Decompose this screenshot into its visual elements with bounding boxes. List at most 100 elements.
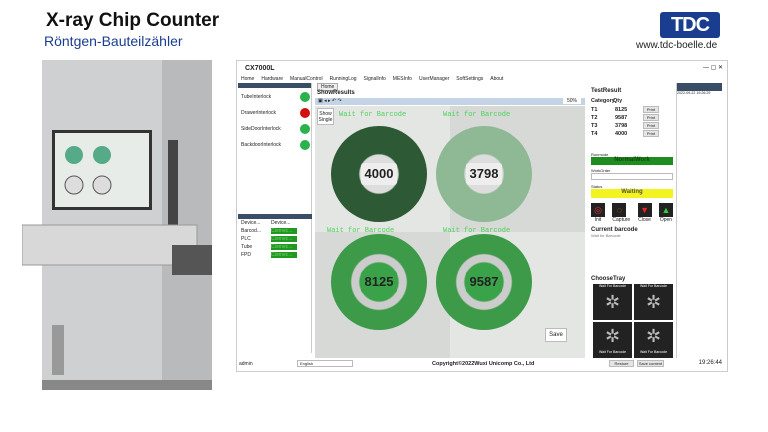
- qty: 8125: [615, 107, 628, 113]
- category: T1: [591, 107, 598, 113]
- interlock-label: SideDoorInterlock: [241, 126, 281, 132]
- device-name: Tube: [241, 244, 253, 250]
- open-button[interactable]: ▲Open: [658, 203, 673, 223]
- capture-button[interactable]: ◌Capture: [612, 203, 630, 223]
- reel-4[interactable]: 9587: [436, 234, 532, 330]
- status-led-green: [300, 140, 310, 150]
- website-url: www.tdc-boelle.de: [636, 40, 718, 51]
- brand-logo: TDC: [660, 12, 720, 38]
- column-header: Device...: [241, 220, 261, 226]
- status-led-red: [300, 108, 310, 118]
- device-status-table: Device... Device... Barcod... Connec... PL…: [238, 214, 312, 259]
- window-controls[interactable]: — ▢ ✕: [702, 65, 723, 71]
- tray-slot[interactable]: Wait For Barcode✲: [593, 284, 632, 320]
- run-mode-value: NormalWork: [591, 157, 673, 165]
- close-tray-icon: ▼: [637, 203, 652, 217]
- column-header: Qty: [613, 98, 623, 104]
- capture-icon: ◌: [612, 203, 627, 217]
- reel-label: Wait for Barcode: [443, 111, 511, 119]
- capture-label: Capture: [612, 217, 631, 223]
- status-label: Status: [591, 184, 603, 189]
- copyright: Copyright©2022Wuxi Unicomp Co., Ltd: [432, 361, 535, 367]
- show-results-title: ShowResults: [317, 90, 355, 96]
- restore-button[interactable]: Restore: [609, 360, 634, 367]
- choose-tray-title: ChooseTray: [591, 276, 626, 282]
- print-button[interactable]: Print: [643, 114, 659, 121]
- init-button[interactable]: ◎Init: [591, 203, 605, 223]
- tray-slot[interactable]: ✲Wait For Barcode: [593, 322, 632, 358]
- machine-photo: [22, 60, 212, 390]
- xray-image: Show Single Wait for Barcode Wait for Ba…: [315, 106, 585, 358]
- menu-about[interactable]: About: [490, 76, 504, 82]
- save-button[interactable]: Save: [545, 328, 567, 342]
- qty: 9587: [615, 115, 628, 121]
- column-header: Device...: [271, 220, 291, 226]
- menu-bar: Home Hardware ManualControl RunningLog Signa…: [241, 76, 510, 82]
- tray-slot[interactable]: ✲Wait For Barcode: [634, 322, 673, 358]
- menu-signal-info[interactable]: SignalInfo: [363, 76, 386, 82]
- tray-label: Wait For Barcode: [598, 284, 627, 288]
- run-mode-label: Runmode: [591, 152, 609, 157]
- device-name: PLC: [241, 236, 251, 242]
- test-result-title: TestResult: [591, 88, 622, 94]
- interlock-label: TubeInterlock: [241, 94, 272, 100]
- status-value: Waiting: [591, 189, 673, 198]
- category: T3: [591, 123, 598, 129]
- category: T4: [591, 131, 598, 137]
- tray-label: Wait For Barcode: [639, 284, 668, 288]
- reel-3[interactable]: 8125: [331, 234, 427, 330]
- left-panel: TubeInterlock DrawerInterlock SideDoorIn…: [238, 83, 312, 353]
- zoom-select[interactable]: 50%: [562, 98, 581, 104]
- open-label: Open: [659, 217, 673, 223]
- page-subtitle: Röntgen-Bauteilzähler: [44, 33, 183, 49]
- status-led-green: [300, 92, 310, 102]
- reel-label: Wait for Barcode: [339, 111, 407, 119]
- menu-hardware[interactable]: Hardware: [261, 76, 284, 82]
- tray-grid: Wait For Barcode✲ Wait For Barcode✲ ✲Wai…: [593, 284, 673, 358]
- menu-soft-settings[interactable]: SoftSettings: [456, 76, 484, 82]
- reel-1[interactable]: 4000: [331, 126, 427, 222]
- show-single-button[interactable]: Show Single: [317, 108, 334, 125]
- menu-mes-info[interactable]: MESInfo: [392, 76, 412, 82]
- device-status: Connec...: [271, 244, 297, 250]
- work-order-label: WorkOrder: [591, 168, 611, 173]
- current-barcode-title: Current barcode: [591, 227, 638, 233]
- reel-count: 8125: [361, 271, 397, 293]
- print-button[interactable]: Print: [643, 106, 659, 113]
- language-select[interactable]: English: [297, 360, 353, 367]
- menu-manual-control[interactable]: ManualControl: [290, 76, 323, 82]
- qty: 3798: [615, 123, 628, 129]
- tab-home[interactable]: Home: [317, 83, 339, 91]
- qty: 4000: [615, 131, 628, 137]
- reel-label: Wait for Barcode: [327, 227, 395, 235]
- print-button[interactable]: Print: [643, 130, 659, 137]
- page-title: X-ray Chip Counter: [46, 10, 220, 31]
- close-button[interactable]: ▼Close: [637, 203, 652, 223]
- app-title: CX7000L: [245, 65, 275, 72]
- device-status: Connec...: [271, 228, 297, 234]
- save-content-button[interactable]: Save content: [637, 360, 664, 367]
- print-button[interactable]: Print: [643, 122, 659, 129]
- tray-label: Wait For Barcode: [639, 350, 668, 354]
- close-label: Close: [638, 217, 651, 223]
- log-entry: 2022-09-22 19:26:29: [677, 91, 711, 96]
- device-name: FPD: [241, 252, 251, 258]
- toolbar-buttons[interactable]: ▣ ◂ ▸ ↶ ↷: [318, 98, 342, 104]
- reel-2[interactable]: 3798: [436, 126, 532, 222]
- tray-slot[interactable]: Wait For Barcode✲: [634, 284, 673, 320]
- target-icon: ◎: [591, 203, 605, 217]
- work-order-input[interactable]: [591, 173, 673, 180]
- status-led-green: [300, 124, 310, 134]
- category: T2: [591, 115, 598, 121]
- menu-user-manager[interactable]: UserManager: [418, 76, 450, 82]
- device-status: Connec...: [271, 236, 297, 242]
- device-name: Barcod...: [241, 228, 262, 234]
- init-label: Init: [594, 217, 602, 223]
- running-log[interactable]: 2022-09-22 19:26:29BeginSetImageAndCalcu…: [676, 83, 722, 358]
- menu-home[interactable]: Home: [241, 76, 255, 82]
- barcode-value: Wait for Barcode: [591, 233, 621, 238]
- reel-count: 3798: [466, 163, 502, 185]
- menu-running-log[interactable]: RunningLog: [329, 76, 357, 82]
